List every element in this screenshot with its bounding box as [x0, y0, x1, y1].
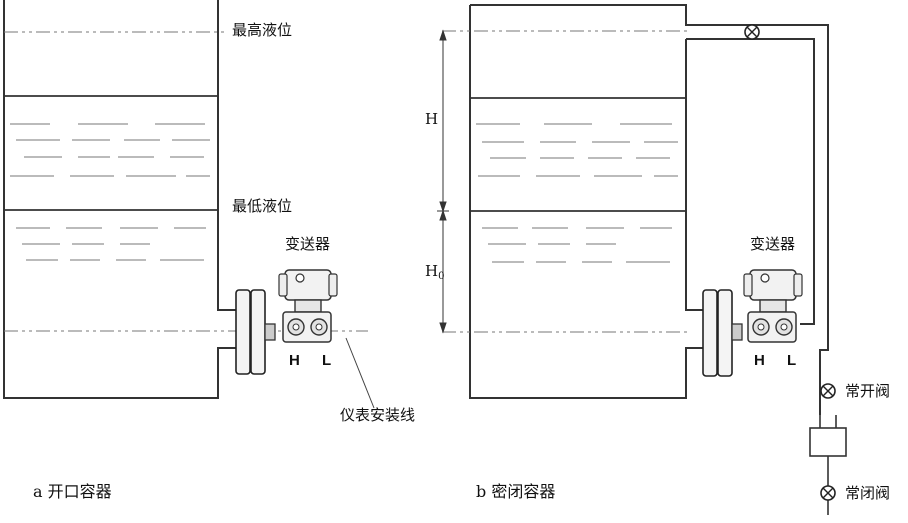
label-transmitter-b: 变送器: [750, 235, 795, 253]
label-dim-h: H: [425, 110, 438, 128]
label-dim-h0-main: H: [425, 262, 438, 280]
label-l-a: L: [322, 352, 331, 369]
label-h-b: H: [754, 352, 765, 369]
caption-a: a 开口容器: [33, 482, 112, 501]
closed-tank: [437, 4, 847, 515]
condensate-pot: [809, 427, 847, 457]
flange-b: [702, 289, 743, 377]
dimension-line: [437, 29, 449, 334]
label-min-level: 最低液位: [232, 197, 292, 215]
open-tank: [3, 0, 375, 409]
label-transmitter-a: 变送器: [285, 235, 330, 253]
valve-open-icon: [820, 383, 836, 399]
label-h-a: H: [289, 352, 300, 369]
transmitter-b: [743, 269, 803, 343]
valve-top-icon: [744, 24, 760, 40]
liquid-dashes-b: [476, 123, 678, 263]
label-max-level: 最高液位: [232, 21, 292, 39]
label-l-b: L: [787, 352, 796, 369]
transmitter-a: [278, 269, 338, 343]
label-dim-h0: H0: [425, 262, 444, 282]
label-valve-open: 常开阀: [845, 382, 890, 400]
flange-a: [235, 289, 276, 375]
label-valve-closed: 常闭阀: [845, 484, 890, 502]
label-install-line: 仪表安装线: [340, 406, 415, 424]
valve-closed-icon: [820, 485, 836, 501]
caption-b: b 密闭容器: [476, 482, 555, 501]
liquid-dashes-a: [10, 123, 210, 261]
label-dim-h0-sub: 0: [438, 271, 444, 282]
